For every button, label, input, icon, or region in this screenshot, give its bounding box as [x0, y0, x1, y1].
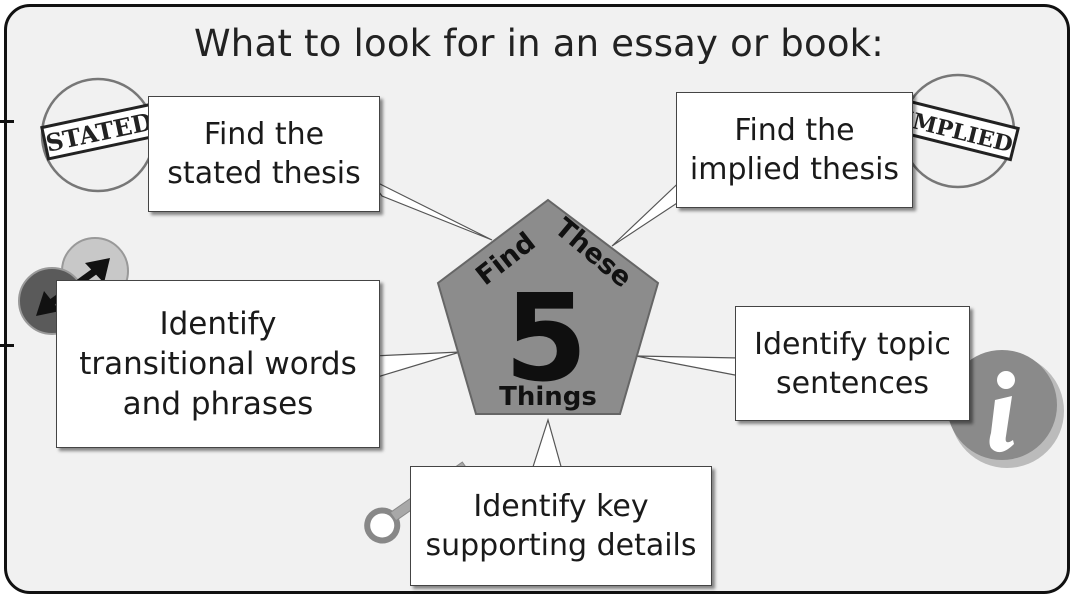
callout-stated-thesis: Find the stated thesis: [148, 96, 380, 212]
stated-stamp-icon: STATED: [40, 77, 158, 193]
callout-transitional-words: Identify transitional words and phrases: [56, 280, 380, 448]
implied-stamp-icon: IMPLIED: [896, 73, 1020, 189]
center-pentagon: [436, 198, 660, 415]
connector-topic: [635, 355, 741, 377]
center-number: 5: [504, 270, 588, 409]
callout-implied-thesis: Find the implied thesis: [676, 92, 913, 208]
center-word-things: Things: [499, 382, 597, 412]
page-title: What to look for in an essay or book:: [194, 22, 884, 65]
callout-topic-sentences: Identify topic sentences: [735, 306, 970, 421]
connector-key: [531, 417, 563, 471]
left-edge-tick: [0, 344, 14, 347]
connector-transitional: [371, 351, 461, 379]
callout-key-details: Identify key supporting details: [410, 466, 712, 586]
left-edge-tick: [0, 120, 14, 123]
connector-stated: [367, 177, 493, 241]
info-icon: [947, 350, 1064, 468]
